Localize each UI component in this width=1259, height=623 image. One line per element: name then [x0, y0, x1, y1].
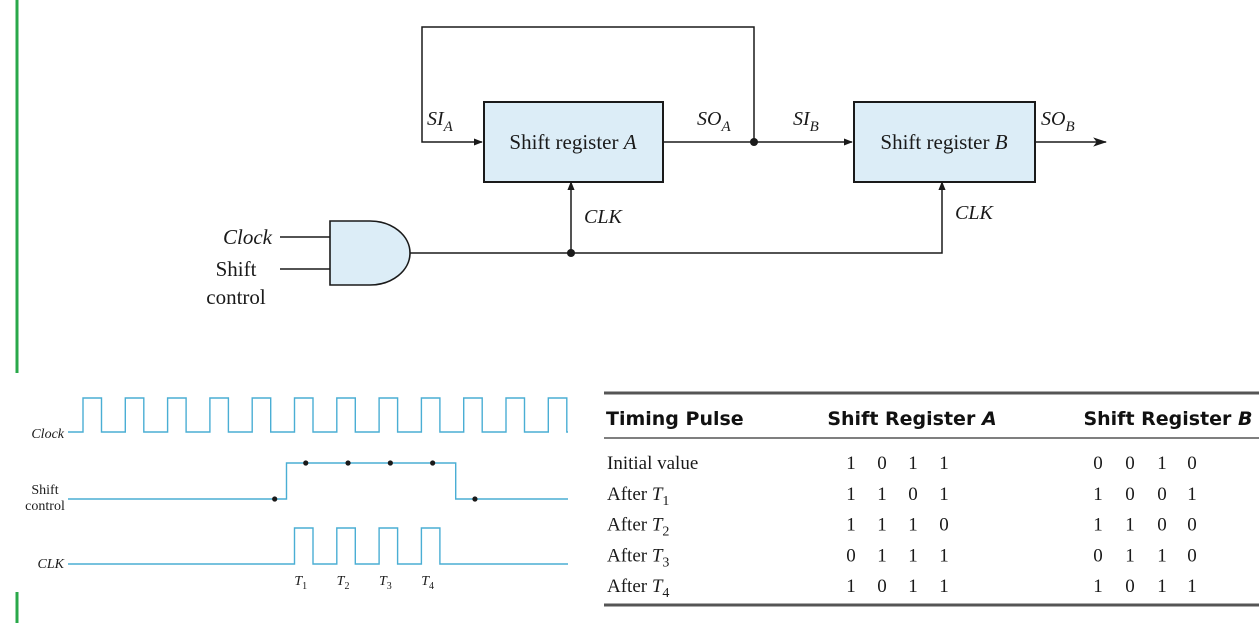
register-a-label: Shift register A	[509, 130, 636, 154]
shift-sample-dot	[303, 460, 309, 466]
register-a-bit: 1	[877, 545, 887, 566]
shift-control-waveform	[68, 462, 568, 500]
register-a-bit: 1	[846, 515, 856, 536]
row-label: After T3	[607, 545, 669, 570]
gate-clock-label: Clock	[223, 225, 273, 249]
shift-register-a-box	[483, 101, 664, 183]
timing-diagram: Clock Shift control CLK T1 T2 T3 T4	[25, 397, 568, 592]
clk-b-label: CLK	[955, 202, 994, 224]
register-b-bit: 1	[1093, 576, 1103, 597]
si-b-label: SIB	[793, 108, 819, 135]
shift-sample-dot	[387, 460, 393, 466]
register-a-bit: 1	[846, 484, 856, 505]
register-a-bit: 0	[908, 484, 918, 505]
register-b-bit: 1	[1125, 515, 1135, 536]
register-a-bit: 1	[877, 515, 887, 536]
register-b-bit: 0	[1093, 453, 1103, 474]
register-a-bit: 1	[939, 453, 949, 474]
register-b-bit: 1	[1157, 576, 1167, 597]
register-a-bit: 1	[908, 453, 918, 474]
junction-dot-so-a	[750, 138, 758, 146]
and-gate	[329, 220, 411, 286]
register-b-bit: 1	[1187, 484, 1197, 505]
timing-clk-label: CLK	[38, 557, 65, 572]
register-b-bit: 0	[1125, 453, 1135, 474]
register-b-label: Shift register B	[880, 130, 1007, 154]
shift-sample-dot	[272, 496, 278, 502]
register-a-bit: 0	[877, 453, 887, 474]
gate-control-label: control	[206, 285, 266, 309]
gate-shift-label: Shift	[216, 257, 257, 281]
si-a-label: SIA	[427, 108, 454, 135]
register-a-bit: 1	[939, 576, 949, 597]
register-b-bit: 0	[1125, 576, 1135, 597]
register-b-bit: 0	[1093, 545, 1103, 566]
timing-clock-label: Clock	[31, 427, 64, 442]
register-b-bit: 1	[1093, 515, 1103, 536]
clk-a-label: CLK	[584, 206, 623, 228]
timing-shift-label: Shift	[31, 483, 58, 498]
header-register-a: Shift Register A	[827, 408, 996, 430]
so-a-label: SOA	[697, 108, 731, 135]
clk-waveform	[68, 527, 568, 565]
register-a-bit: 0	[877, 576, 887, 597]
register-a-bit: 1	[877, 484, 887, 505]
register-b-bit: 1	[1157, 545, 1167, 566]
clk-pulse-label: T1	[294, 574, 307, 592]
register-a-bit: 1	[908, 545, 918, 566]
row-label: After T1	[607, 484, 669, 509]
register-b-bit: 0	[1125, 484, 1135, 505]
register-a-bit: 1	[939, 484, 949, 505]
register-b-bit: 1	[1187, 576, 1197, 597]
transfer-table: Timing Pulse Shift Register A Shift Regi…	[604, 391, 1259, 607]
register-a-bit: 1	[846, 453, 856, 474]
register-b-bit: 0	[1187, 453, 1197, 474]
clk-pulse-label: T2	[337, 574, 350, 592]
row-label: After T4	[607, 576, 669, 601]
clk-pulse-label: T4	[421, 574, 434, 592]
register-b-bit: 1	[1093, 484, 1103, 505]
register-b-bit: 0	[1187, 515, 1197, 536]
header-timing-pulse: Timing Pulse	[606, 408, 744, 430]
shift-sample-dot	[472, 496, 478, 502]
register-b-bit: 0	[1157, 515, 1167, 536]
clk-pulse-label: T3	[379, 574, 392, 592]
junction-dot-clk	[567, 249, 575, 257]
row-label: Initial value	[607, 453, 698, 474]
clock-waveform	[68, 397, 568, 433]
header-register-b: Shift Register B	[1083, 408, 1252, 430]
so-b-label: SOB	[1041, 108, 1075, 135]
register-a-bit: 1	[908, 576, 918, 597]
circuit-diagram	[280, 26, 1108, 270]
register-a-bit: 0	[939, 515, 949, 536]
register-b-bit: 0	[1187, 545, 1197, 566]
clk-bus-wire	[410, 181, 946, 254]
register-b-bit: 0	[1157, 484, 1167, 505]
shift-sample-dot	[345, 460, 351, 466]
register-a-bit: 1	[846, 576, 856, 597]
register-b-bit: 1	[1157, 453, 1167, 474]
register-b-bit: 1	[1125, 545, 1135, 566]
timing-control-label: control	[25, 499, 65, 514]
register-a-bit: 1	[908, 515, 918, 536]
row-label: After T2	[607, 515, 669, 540]
shift-register-b-box	[853, 101, 1036, 183]
shift-sample-dot	[430, 460, 436, 466]
register-a-bit: 0	[846, 545, 856, 566]
register-a-bit: 1	[939, 545, 949, 566]
feedback-wire	[421, 26, 755, 146]
